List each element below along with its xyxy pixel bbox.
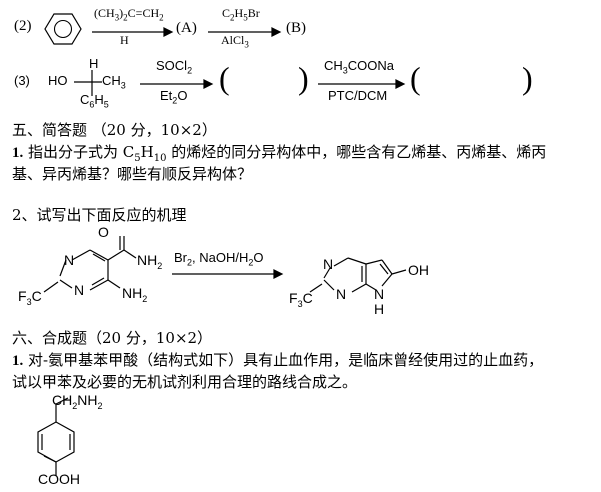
mechanism-reactant-o: O <box>98 224 109 240</box>
q2-label: (2) <box>14 18 32 34</box>
mechanism-product-n-top: N <box>323 256 334 272</box>
section5-q1-line2: 基、异丙烯基？哪些有顺反异构体？ <box>12 165 253 183</box>
q2-reagent-top: (CH3)2C=CH2 <box>94 6 164 23</box>
mechanism-reagent: Br2, NaOH/H2O <box>174 250 264 268</box>
q3-arrow-1 <box>140 79 214 89</box>
q3-start-ho: HO <box>48 73 68 88</box>
benzene-ring-q2 <box>44 13 82 45</box>
mechanism-arrow <box>172 269 284 279</box>
target-cooh: COOH <box>38 471 80 487</box>
section6-heading: 六、合成题（20 分，10×2） <box>12 329 213 347</box>
q3-fischer-cross <box>74 70 102 96</box>
mechanism-product-structure <box>309 257 407 293</box>
q2-reagent2-top: C2H5Br <box>222 6 260 23</box>
q2-arrow-2 <box>208 27 282 37</box>
mechanism-reactant-structure <box>43 236 137 293</box>
mechanism-reactant-amide-nh2: NH2 <box>137 252 163 271</box>
q2-product-a: (A) <box>176 20 197 36</box>
q3-label: (3) <box>14 73 30 88</box>
section5-q2-text: 2、试写出下面反应的机理 <box>12 206 187 224</box>
q3-paren2-close: ) <box>522 60 533 96</box>
section6-q1-line1: 1. 对-氨甲基苯甲酸（结构式如下）具有止血作用，是临床曾经使用过的止血药， <box>12 351 544 369</box>
mechanism-product-oh: OH <box>408 262 429 278</box>
q3-start-c6h5: C6H5 <box>80 92 109 110</box>
q3-paren2-open: ( <box>410 60 421 96</box>
section6-q1-line2: 试以甲苯及必要的无机试剂利用合理的路线合成之。 <box>12 373 358 391</box>
section5-heading: 五、简答题 （20 分，10×2） <box>12 121 217 139</box>
mechanism-reactant-nh2: NH2 <box>122 285 148 304</box>
q3-arrow-2 <box>318 79 406 89</box>
q3-paren-open: ( <box>219 60 230 96</box>
q3-start-ch3: CH3 <box>102 73 126 91</box>
q2-arrow-1 <box>92 27 174 37</box>
q3-reagent1-top: SOCl2 <box>156 58 193 76</box>
q3-reagent2-bottom: PTC/DCM <box>328 88 388 103</box>
mechanism-product-cf3: F3C <box>289 290 313 309</box>
q3-reagent1-bottom: Et2O <box>160 88 188 106</box>
q3-paren-close: ) <box>298 60 309 96</box>
target-benzene-structure <box>37 397 75 476</box>
mechanism-reactant-cf3: F3C <box>18 288 42 307</box>
section5-q1-line1: 1. 指出分子式为 C5H10 的烯烃的同分异构体中，哪些含有乙烯基、丙烯基、烯… <box>12 143 547 164</box>
q2-reagent2-bottom: AlCl3 <box>221 33 249 50</box>
q3-reagent2-top: CH3COONa <box>324 58 395 76</box>
mechanism-product-n-bottom: N <box>336 286 347 302</box>
mechanism-reactant-n-bottom: N <box>74 282 85 298</box>
q2-product-b: (B) <box>286 20 306 36</box>
q2-reagent-bottom: H <box>120 33 129 47</box>
mechanism-product-h: H <box>374 301 385 317</box>
mechanism-product-nh: N <box>374 286 385 302</box>
q3-start-h: H <box>89 56 99 71</box>
mechanism-reactant-n-top: N <box>64 252 75 268</box>
